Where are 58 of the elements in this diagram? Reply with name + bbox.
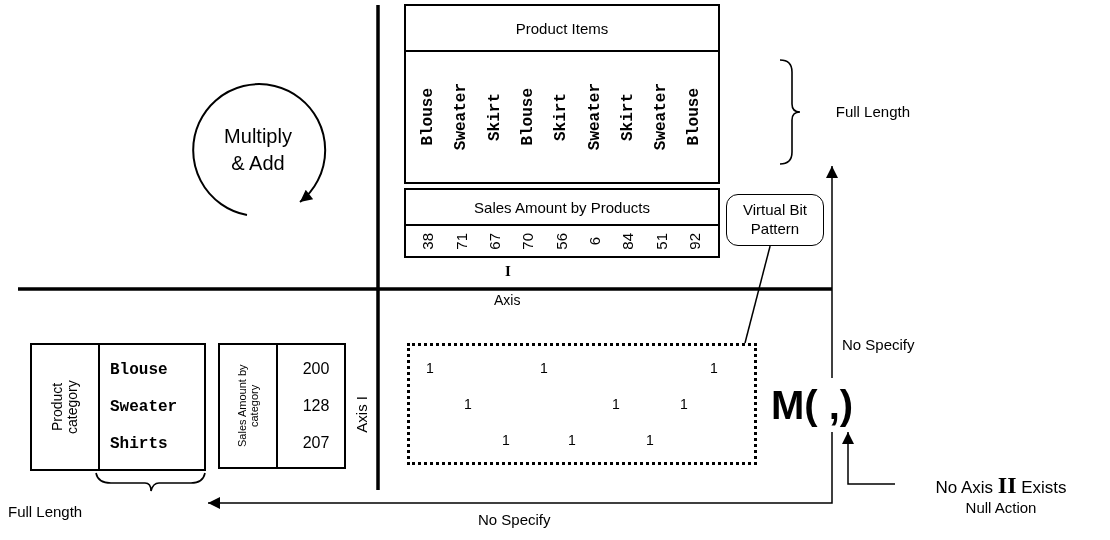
table-header: Product Items	[515, 19, 609, 37]
edge-label: No Specify	[478, 511, 551, 528]
arrow	[826, 165, 838, 379]
table-cell: Skirt	[486, 93, 505, 141]
operation-label: Multiply & Add	[223, 124, 293, 176]
table-cell: 84	[620, 232, 637, 250]
table-cell: 38	[420, 232, 437, 250]
table	[404, 188, 720, 258]
axis-label: Axis	[494, 292, 521, 308]
table-cell: Sweater	[453, 83, 471, 151]
leader-line	[744, 245, 771, 344]
bit-value: 1	[426, 360, 434, 376]
table-cell: 207	[302, 433, 330, 452]
table-cell: 51	[653, 232, 671, 250]
table-cell: Sweater	[653, 83, 671, 151]
table-header: Sales Amount by category	[235, 363, 261, 450]
table-cell: Blouse	[519, 88, 538, 146]
table-cell: 70	[520, 232, 537, 250]
table-cell: Sweater	[586, 83, 605, 151]
table-cell: 128	[302, 397, 330, 415]
table	[404, 4, 720, 184]
axis-label: I	[505, 263, 511, 280]
table-cell: 92	[687, 232, 704, 250]
table-cell: 71	[453, 232, 471, 250]
table-cell: 56	[553, 232, 571, 250]
table-header: Product category	[49, 379, 81, 436]
bit-value: 1	[680, 396, 688, 412]
function-label: M( ,)	[770, 382, 854, 429]
note-text: Null Action	[965, 499, 1037, 516]
note-text: No Axis II Exists	[935, 472, 1067, 499]
bit-value: 1	[710, 360, 718, 376]
bit-value: 1	[464, 396, 472, 412]
table-cell: Blouse	[110, 360, 168, 379]
edge-label: No Specify	[842, 336, 915, 353]
table-cell: Blouse	[686, 88, 705, 146]
brace-label: Full Length	[8, 501, 83, 522]
brace-label: Full Length	[835, 101, 910, 122]
table	[30, 343, 206, 471]
bit-value: 1	[568, 432, 576, 448]
bit-value: 1	[502, 432, 510, 448]
arrow	[842, 431, 896, 485]
table	[218, 343, 346, 469]
axis-label: Axis I	[353, 396, 370, 433]
table-cell: Sweater	[110, 398, 178, 416]
table-cell: Skirt	[619, 93, 638, 141]
table-cell: Skirt	[553, 93, 571, 141]
dotted-box	[407, 343, 757, 465]
table-cell: 6	[587, 236, 604, 246]
bit-value: 1	[646, 432, 654, 448]
bit-value: 1	[540, 360, 548, 376]
arrow	[207, 431, 833, 509]
table-cell: Blouse	[419, 88, 438, 146]
callout-bubble: Virtual Bit Pattern	[726, 194, 824, 246]
table-cell: 67	[487, 232, 504, 250]
table-cell: Shirts	[110, 435, 168, 454]
bit-value: 1	[612, 396, 620, 412]
table-cell: 200	[302, 360, 330, 379]
table-header: Sales Amount by Products	[474, 198, 650, 216]
